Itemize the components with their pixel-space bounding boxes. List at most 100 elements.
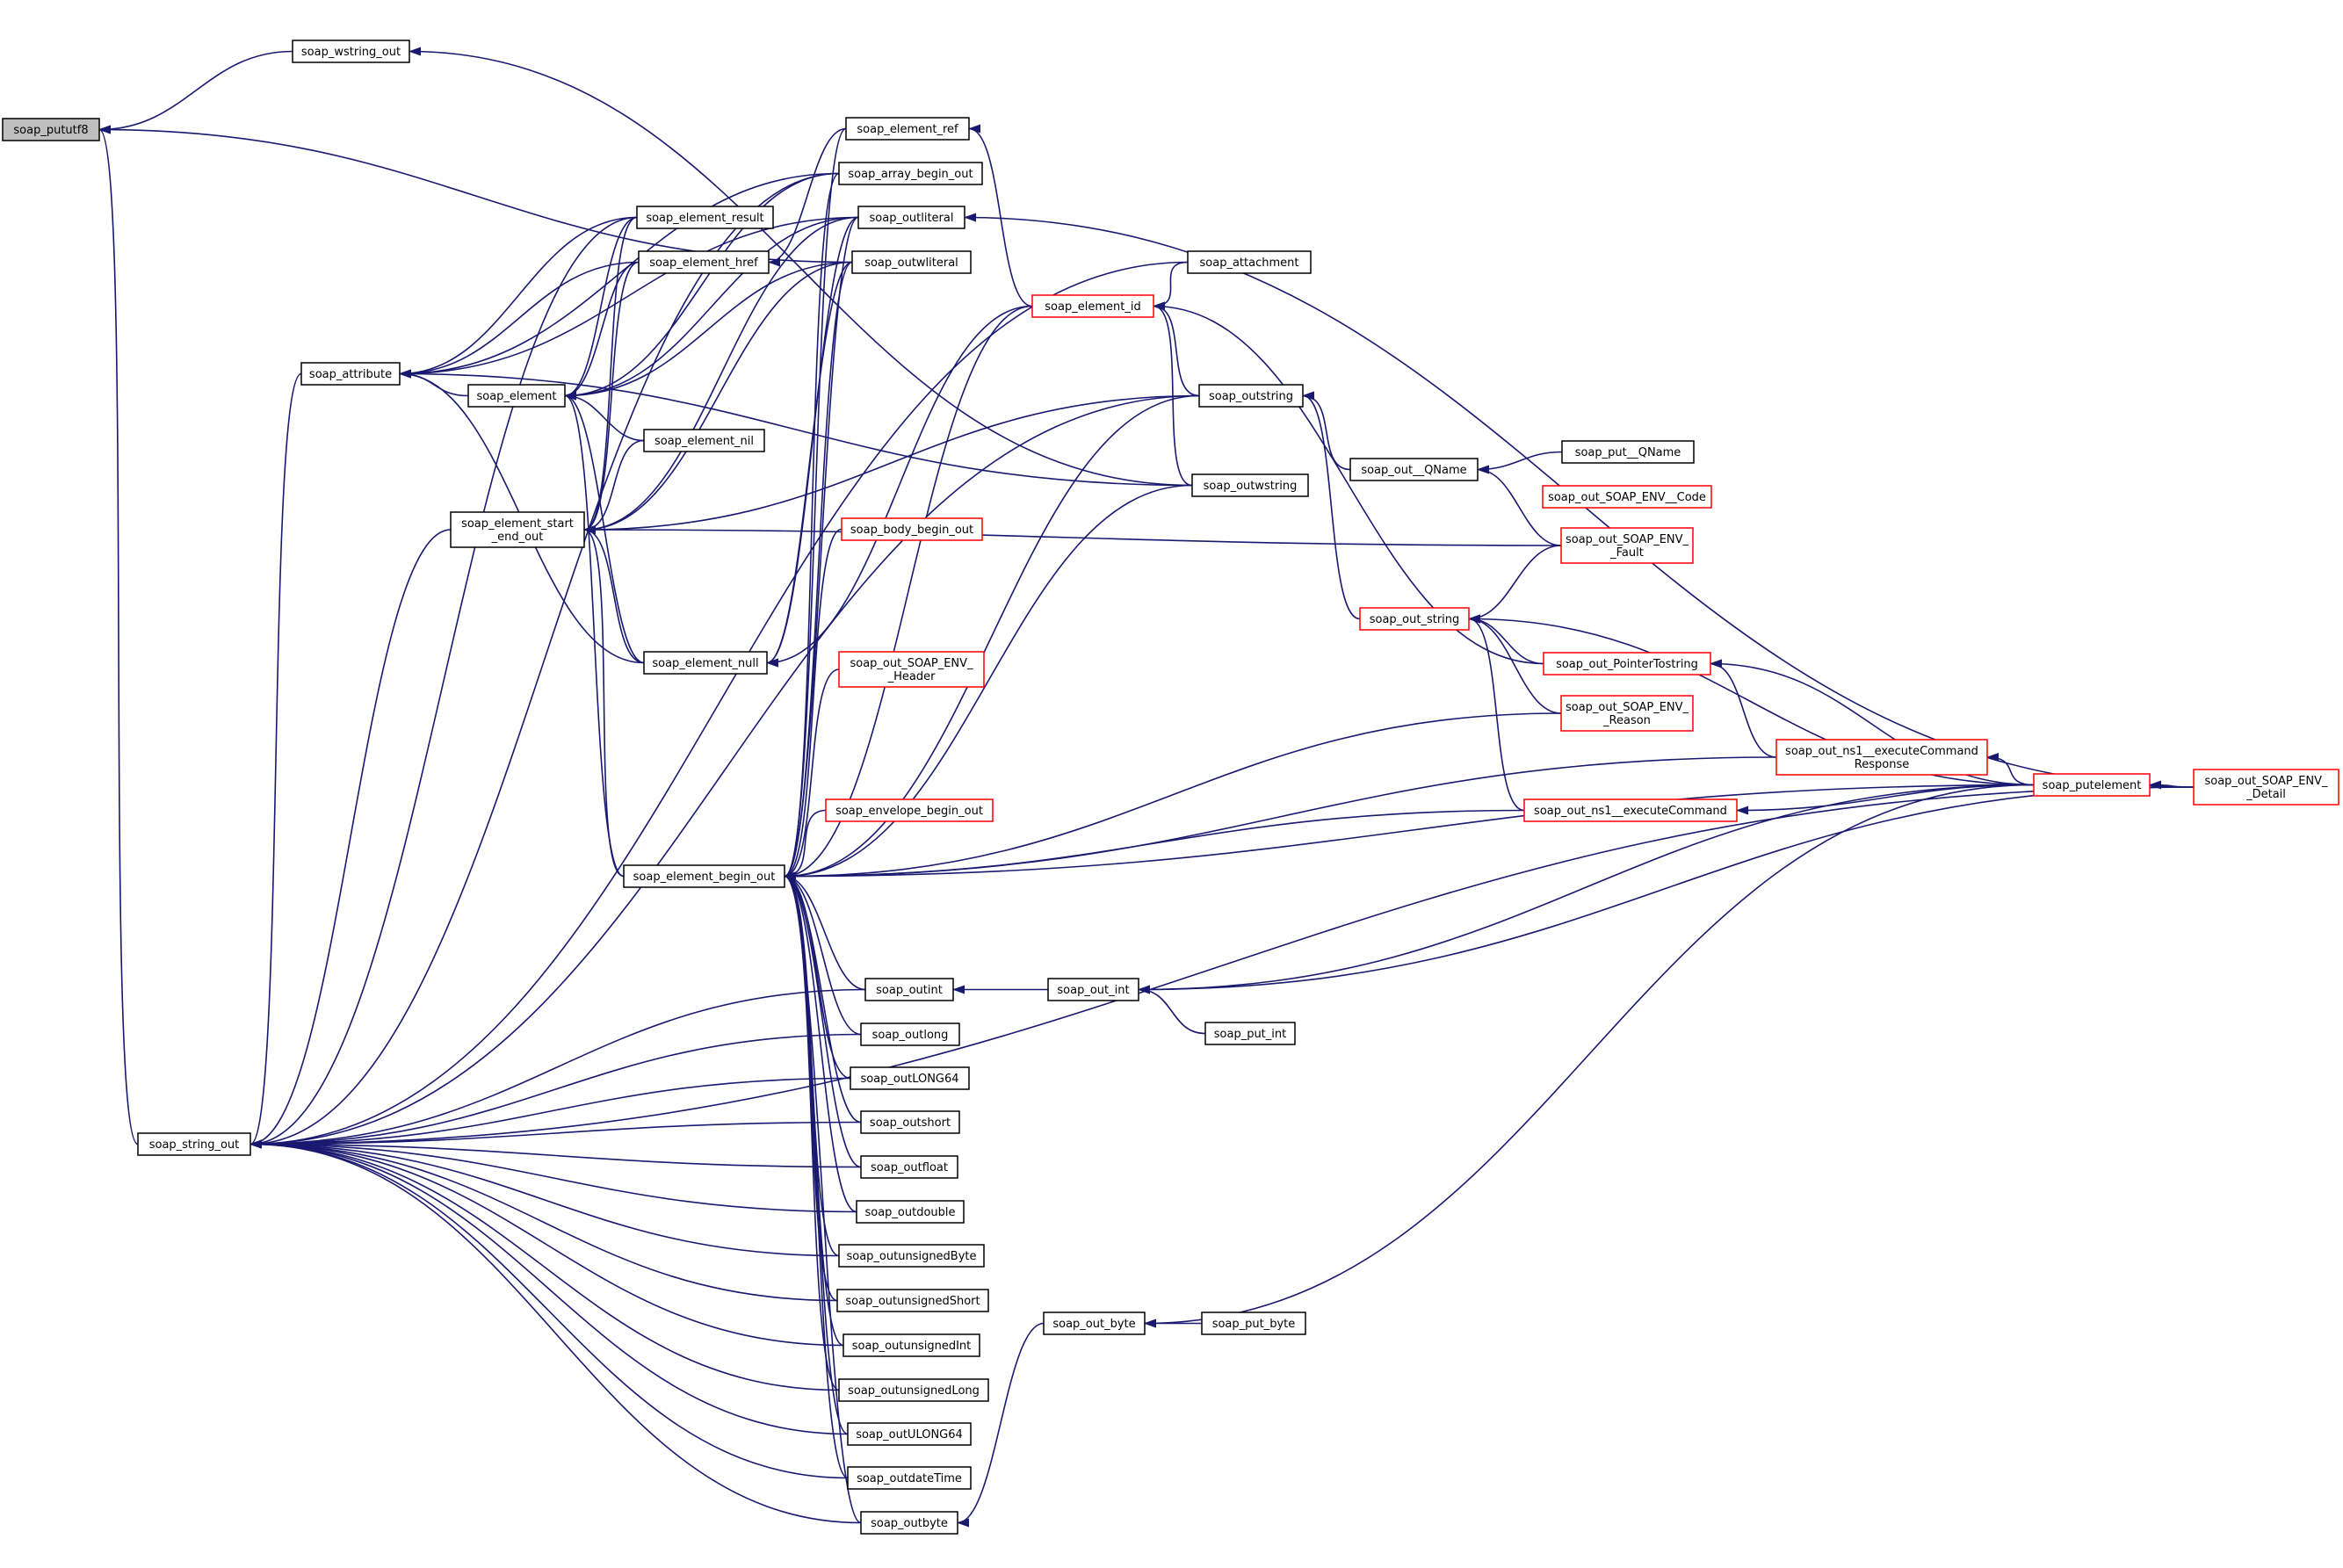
node-soap-outlong[interactable]: soap_outlong bbox=[860, 1022, 960, 1046]
node-soap-out-soap-env-header[interactable]: soap_out_SOAP_ENV__Header bbox=[838, 651, 985, 688]
node-soap-put-byte[interactable]: soap_put_byte bbox=[1201, 1311, 1306, 1335]
node-label: soap_outunsignedLong bbox=[848, 1384, 980, 1398]
node-soap-element-ref[interactable]: soap_element_ref bbox=[845, 117, 970, 141]
node-soap-outunsignedlong[interactable]: soap_outunsignedLong bbox=[838, 1378, 989, 1402]
node-soap-array-begin-out[interactable]: soap_array_begin_out bbox=[838, 162, 983, 185]
node-label: soap_out_SOAP_ENV_ bbox=[1566, 701, 1689, 714]
node-box bbox=[860, 1155, 958, 1179]
node-soap-wstring-out[interactable]: soap_wstring_out bbox=[292, 40, 410, 63]
node-soap-element-start-end-out[interactable]: soap_element_start_end_out bbox=[450, 511, 585, 548]
node-label: soap_outlong bbox=[872, 1029, 949, 1042]
node-soap-outliteral[interactable]: soap_outliteral bbox=[857, 206, 965, 229]
node-label: soap_out_byte bbox=[1052, 1318, 1135, 1331]
call-edge-soap_element_null-to-soap_element_start_end_out bbox=[583, 525, 645, 664]
node-box bbox=[1031, 294, 1154, 318]
call-edge-soap_element_href-to-soap_attribute bbox=[399, 261, 640, 379]
node-label: soap_element bbox=[476, 390, 556, 403]
call-edge-soap_outLONG64-to-soap_string_out bbox=[249, 1077, 851, 1149]
node-soap-outunsignedshort[interactable]: soap_outunsignedShort bbox=[836, 1289, 989, 1312]
node-soap-outdatetime[interactable]: soap_outdateTime bbox=[847, 1466, 972, 1490]
node-box bbox=[1560, 527, 1694, 564]
node-soap-put--qname[interactable]: soap_put__QName bbox=[1561, 440, 1695, 464]
node-label: _Header bbox=[887, 670, 936, 683]
node-soap-element-id[interactable]: soap_element_id bbox=[1031, 294, 1154, 318]
node-soap-element-result[interactable]: soap_element_result bbox=[636, 206, 774, 229]
node-soap-put-int[interactable]: soap_put_int bbox=[1204, 1022, 1296, 1045]
node-soap-outdouble[interactable]: soap_outdouble bbox=[856, 1200, 965, 1224]
node-soap-putelement[interactable]: soap_putelement bbox=[2033, 773, 2151, 797]
node-soap-outunsignedint[interactable]: soap_outunsignedInt bbox=[842, 1333, 980, 1357]
node-soap-attribute[interactable]: soap_attribute bbox=[300, 362, 401, 386]
node-box bbox=[1561, 440, 1695, 464]
node-soap-out--qname[interactable]: soap_out__QName bbox=[1349, 458, 1479, 481]
node-soap-outshort[interactable]: soap_outshort bbox=[860, 1110, 960, 1134]
node-soap-out-soap-env-detail[interactable]: soap_out_SOAP_ENV__Detail bbox=[2193, 769, 2339, 806]
node-soap-out-pointertostring[interactable]: soap_out_PointerTostring bbox=[1543, 652, 1711, 676]
call-edge-soap_outint-to-soap_string_out bbox=[249, 988, 866, 1149]
node-box bbox=[1560, 695, 1694, 732]
call-edge-soap_string_out-to-soap_pututf8 bbox=[98, 125, 139, 1145]
call-edge-soap_element_href-to-soap_element bbox=[564, 261, 640, 401]
node-soap-out-soap-env-reason[interactable]: soap_out_SOAP_ENV__Reason bbox=[1560, 695, 1694, 732]
node-box bbox=[825, 798, 994, 822]
node-soap-outunsignedbyte[interactable]: soap_outunsignedByte bbox=[838, 1244, 985, 1268]
edge-layer bbox=[98, 47, 2195, 1528]
node-soap-out-ns1--executecommand[interactable]: soap_out_ns1__executeCommand bbox=[1523, 798, 1738, 822]
node-soap-body-begin-out[interactable]: soap_body_begin_out bbox=[841, 517, 983, 541]
node-box bbox=[1542, 485, 1712, 509]
call-edge-soap_outstring-to-soap_string_out bbox=[249, 394, 1200, 1149]
node-soap-outulong64[interactable]: soap_outULONG64 bbox=[847, 1422, 972, 1446]
node-label: soap_put_int bbox=[1214, 1028, 1286, 1041]
node-label: soap_element_nil bbox=[654, 435, 754, 448]
node-label: soap_element_id bbox=[1045, 300, 1140, 314]
node-soap-outbyte[interactable]: soap_outbyte bbox=[860, 1511, 958, 1535]
node-soap-element-null[interactable]: soap_element_null bbox=[643, 651, 768, 675]
node-label: soap_element_result bbox=[646, 212, 763, 225]
node-soap-outwliteral[interactable]: soap_outwliteral bbox=[851, 250, 972, 274]
call-edge-soap_element_ref-to-soap_element_href bbox=[768, 127, 847, 267]
node-soap-string-out[interactable]: soap_string_out bbox=[137, 1132, 251, 1156]
node-soap-element-begin-out[interactable]: soap_element_begin_out bbox=[623, 864, 785, 888]
node-soap-out-soap-env-fault[interactable]: soap_out_SOAP_ENV__Fault bbox=[1560, 527, 1694, 564]
node-label: soap_out_string bbox=[1370, 613, 1460, 626]
call-edge-soap_outint-to-soap_element_begin_out bbox=[784, 871, 866, 991]
node-soap-out-byte[interactable]: soap_out_byte bbox=[1043, 1311, 1146, 1335]
call-edge-soap_outwstring-to-soap_element_begin_out bbox=[784, 484, 1193, 881]
node-soap-pututf8[interactable]: soap_pututf8 bbox=[2, 118, 100, 141]
node-label: soap_put__QName bbox=[1575, 446, 1681, 459]
node-soap-element-href[interactable]: soap_element_href bbox=[638, 250, 770, 274]
node-label: soap_outLONG64 bbox=[860, 1073, 958, 1086]
node-soap-outlong64[interactable]: soap_outLONG64 bbox=[850, 1066, 970, 1090]
node-soap-out-int[interactable]: soap_out_int bbox=[1047, 978, 1139, 1001]
node-soap-attachment[interactable]: soap_attachment bbox=[1187, 250, 1312, 274]
call-edge-soap_array_begin_out-to-soap_element_begin_out bbox=[784, 172, 840, 881]
node-label: soap_pututf8 bbox=[13, 124, 88, 137]
node-label: soap_body_begin_out bbox=[850, 524, 973, 537]
node-label: soap_out__QName bbox=[1361, 464, 1466, 477]
node-box bbox=[1775, 739, 1988, 776]
node-label: soap_outbyte bbox=[871, 1517, 948, 1530]
call-edge-soap_outshort-to-soap_element_begin_out bbox=[784, 871, 862, 1124]
node-soap-element[interactable]: soap_element bbox=[467, 384, 566, 408]
node-soap-outstring[interactable]: soap_outstring bbox=[1198, 384, 1304, 408]
node-label: _end_out bbox=[491, 531, 544, 544]
node-soap-outwstring[interactable]: soap_outwstring bbox=[1191, 473, 1309, 497]
call-edge-soap_array_begin_out-to-soap_string_out bbox=[249, 172, 840, 1149]
node-box bbox=[1543, 652, 1711, 676]
node-box bbox=[838, 651, 985, 688]
node-soap-element-nil[interactable]: soap_element_nil bbox=[643, 429, 765, 452]
call-edge-soap_attachment-to-soap_string_out bbox=[249, 261, 1189, 1149]
node-box bbox=[137, 1132, 251, 1156]
node-label: soap_array_begin_out bbox=[848, 168, 973, 181]
call-edge-soap_outliteral-to-soap_element_begin_out bbox=[784, 216, 859, 881]
node-soap-out-soap-env--code[interactable]: soap_out_SOAP_ENV__Code bbox=[1542, 485, 1712, 509]
call-edge-soap_out_ns1__executeCommand-to-soap_out_string bbox=[1468, 614, 1525, 812]
node-soap-out-string[interactable]: soap_out_string bbox=[1359, 607, 1470, 631]
node-soap-outint[interactable]: soap_outint bbox=[864, 978, 954, 1001]
node-soap-envelope-begin-out[interactable]: soap_envelope_begin_out bbox=[825, 798, 994, 822]
node-box bbox=[847, 1422, 972, 1446]
node-soap-outfloat[interactable]: soap_outfloat bbox=[860, 1155, 958, 1179]
node-label: soap_outdateTime bbox=[857, 1472, 962, 1485]
node-box bbox=[860, 1511, 958, 1535]
